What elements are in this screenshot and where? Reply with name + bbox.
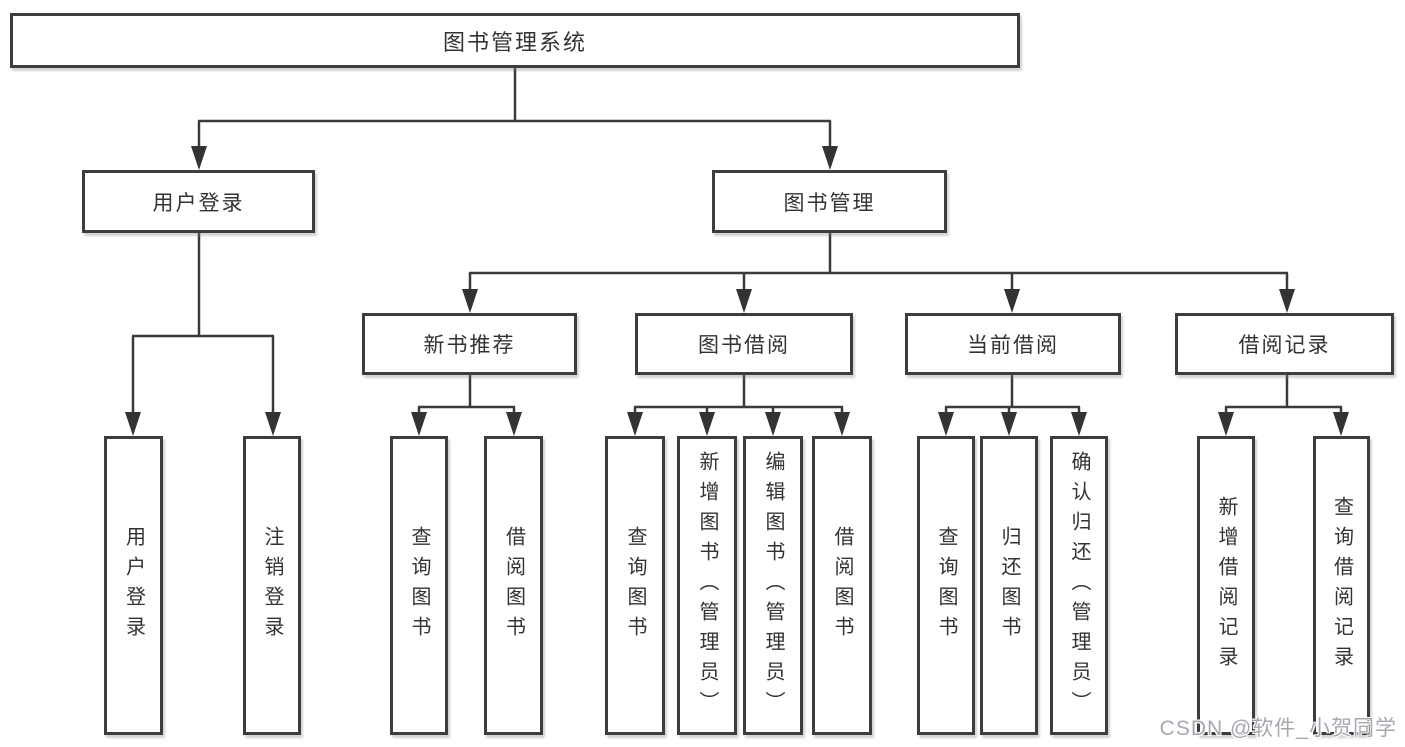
leaf-nb-borrow-books: 借阅图书 (484, 436, 543, 735)
leaf-user-login: 用户登录 (104, 436, 163, 735)
arrow-book-borrowing (736, 289, 752, 313)
watermark: CSDN @软件_小贺同学 (1159, 717, 1397, 740)
leaf-bb-borrow-books-label: 借阅图书 (831, 525, 853, 646)
arrowheads (125, 146, 1349, 436)
leaf-bb-borrow-books: 借阅图书 (812, 436, 872, 735)
leaf-user-login-label: 用户登录 (122, 525, 145, 646)
arrow-bb-edit-books (765, 412, 781, 436)
connector-book-borrowing (633, 375, 844, 414)
leaf-nb-query-books: 查询图书 (390, 436, 448, 735)
arrow-bb-borrow-books (834, 412, 850, 436)
leaf-bb-add-books-admin-label: 新增图书（管理员） (696, 450, 718, 721)
node-current-borrowing-label: 当前借阅 (967, 334, 1059, 357)
leaf-bb-query-books-label: 查询图书 (624, 525, 646, 646)
leaf-bb-add-books-admin: 新增图书（管理员） (677, 436, 737, 735)
leaf-nb-query-books-label: 查询图书 (408, 525, 430, 646)
arrow-current-borrowing (1004, 289, 1020, 313)
node-user-login: 用户登录 (82, 170, 315, 233)
arrow-cb-query-books (938, 412, 954, 436)
node-borrowing-records-label: 借阅记录 (1238, 334, 1331, 357)
arrow-book-management (822, 146, 838, 170)
node-current-borrowing: 当前借阅 (905, 313, 1121, 375)
leaf-bb-query-books: 查询图书 (605, 436, 665, 735)
node-new-book-recommendation-label: 新书推荐 (423, 334, 516, 357)
leaf-br-add-borrow-record: 新增借阅记录 (1197, 436, 1255, 735)
arrow-cb-confirm-return (1071, 412, 1087, 436)
arrow-nb-query-books (411, 412, 427, 436)
arrow-borrowing-records (1279, 289, 1295, 313)
node-user-login-label: 用户登录 (152, 191, 245, 215)
leaf-cb-return-books: 归还图书 (980, 436, 1038, 735)
node-root-label: 图书管理系统 (442, 29, 587, 55)
connector-book-management (468, 233, 1289, 291)
connector-borrowing-records (1224, 375, 1343, 414)
node-book-management: 图书管理 (712, 170, 947, 233)
leaf-br-query-borrow-record-label: 查询借阅记录 (1330, 495, 1353, 676)
leaf-cb-return-books-label: 归还图书 (998, 525, 1020, 646)
arrow-user-login (191, 146, 207, 170)
arrow-leaf-logout (265, 412, 281, 436)
arrow-bb-add-books (699, 412, 715, 436)
leaf-cb-query-books: 查询图书 (917, 436, 975, 735)
leaf-nb-borrow-books-label: 借阅图书 (502, 525, 525, 646)
node-root: 图书管理系统 (10, 13, 1020, 68)
node-book-borrowing-label: 图书借阅 (698, 334, 790, 357)
node-book-borrowing: 图书借阅 (635, 313, 853, 375)
leaf-cb-confirm-return-admin: 确认归还（管理员） (1050, 436, 1108, 735)
leaf-logout-label: 注销登录 (261, 525, 283, 646)
connector-new-book-recommendation (417, 375, 516, 414)
arrow-bb-query-books (627, 412, 643, 436)
leaf-br-add-borrow-record-label: 新增借阅记录 (1215, 495, 1237, 676)
arrow-br-add-record (1218, 412, 1234, 436)
connector-root (197, 68, 832, 148)
leaf-cb-query-books-label: 查询图书 (935, 525, 957, 646)
leaf-bb-edit-books-admin: 编辑图书（管理员） (743, 436, 803, 735)
arrow-cb-return-books (1001, 412, 1017, 436)
arrow-nb-borrow-books (506, 412, 522, 436)
node-book-management-label: 图书管理 (783, 191, 876, 215)
node-borrowing-records: 借阅记录 (1175, 313, 1394, 375)
arrow-br-query-record (1333, 412, 1349, 436)
leaf-cb-confirm-return-admin-label: 确认归还（管理员） (1068, 450, 1090, 721)
leaf-bb-edit-books-admin-label: 编辑图书（管理员） (762, 450, 784, 721)
arrow-leaf-user-login (125, 412, 141, 436)
node-new-book-recommendation: 新书推荐 (362, 313, 577, 375)
leaf-br-query-borrow-record: 查询借阅记录 (1313, 436, 1370, 735)
connector-current-borrowing (944, 375, 1081, 414)
leaf-logout: 注销登录 (243, 436, 301, 735)
connector-user-login (131, 233, 275, 414)
arrow-new-book-recommendation (462, 289, 478, 313)
